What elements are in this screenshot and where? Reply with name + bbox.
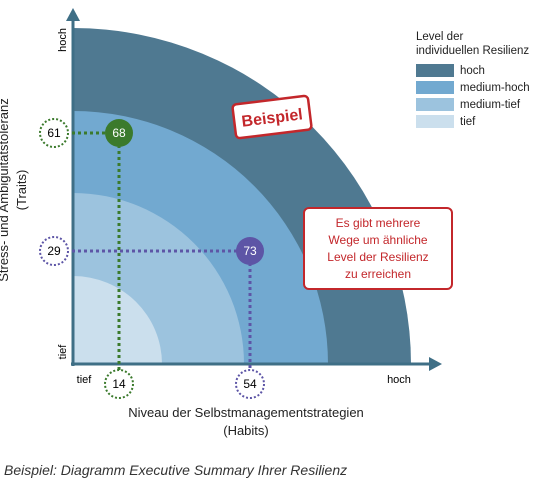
x-value-circle-14 — [104, 369, 134, 399]
legend-swatch-tief — [416, 115, 454, 128]
x-axis-arrow-icon — [429, 357, 442, 371]
legend-label-hoch: hoch — [460, 64, 485, 77]
y-axis-title-line1: Stress- und Ambiguitätstoleranz — [0, 98, 11, 282]
y-axis-title-line2: (Traits) — [14, 169, 29, 211]
y-value-circle-61 — [39, 118, 69, 148]
legend: Level der individuellen Resilienz hoch m… — [416, 30, 552, 130]
legend-label-tief: tief — [460, 115, 476, 128]
x-axis-title-line1: Niveau der Selbstmanagementstrategien — [128, 405, 364, 420]
note-box: Es gibt mehrere Wege um ähnliche Level d… — [303, 207, 453, 290]
legend-title-line2: individuellen Resilienz — [416, 45, 530, 57]
y-value-61: 61 — [47, 126, 61, 140]
legend-swatch-hoch — [416, 64, 454, 77]
x-value-54: 54 — [243, 377, 257, 391]
note-line-4: zu erreichen — [345, 267, 411, 281]
y-value-circle-29 — [39, 236, 69, 266]
legend-swatch-medium-hoch — [416, 81, 454, 94]
x-axis-min-label: tief — [77, 374, 93, 386]
y-axis-min-label: tief — [57, 344, 69, 360]
x-value-circle-54 — [235, 369, 265, 399]
legend-title-line1: Level der — [416, 31, 464, 43]
x-axis-title-line2: (Habits) — [223, 423, 269, 438]
note-line-1: Es gibt mehrere — [336, 216, 421, 230]
legend-title: Level der individuellen Resilienz — [416, 30, 552, 58]
point-68-label: 68 — [112, 126, 126, 140]
point-73-label: 73 — [243, 244, 257, 258]
figure-caption: Beispiel: Diagramm Executive Summary Ihr… — [4, 462, 348, 478]
legend-label-medium-tief: medium-tief — [460, 98, 521, 111]
y-axis-max-label: hoch — [57, 28, 69, 52]
legend-label-medium-hoch: medium-hoch — [460, 81, 530, 94]
example-stamp: Beispiel — [231, 94, 313, 140]
y-value-29: 29 — [47, 244, 61, 258]
legend-item-medium-tief: medium-tief — [416, 96, 552, 113]
y-axis-arrow-icon — [66, 8, 80, 21]
x-axis-title: Niveau der Selbstmanagementstrategien (H… — [96, 404, 396, 440]
legend-item-hoch: hoch — [416, 62, 552, 79]
point-73 — [236, 237, 264, 265]
x-value-14: 14 — [112, 377, 126, 391]
y-axis-title: Stress- und Ambiguitätstoleranz (Traits) — [0, 40, 35, 340]
x-axis-max-label: hoch — [387, 374, 411, 386]
legend-swatch-medium-tief — [416, 98, 454, 111]
legend-item-tief: tief — [416, 113, 552, 130]
note-line-3: Level der Resilienz — [327, 250, 428, 264]
legend-item-medium-hoch: medium-hoch — [416, 79, 552, 96]
note-line-2: Wege um ähnliche — [328, 233, 427, 247]
point-68 — [105, 119, 133, 147]
